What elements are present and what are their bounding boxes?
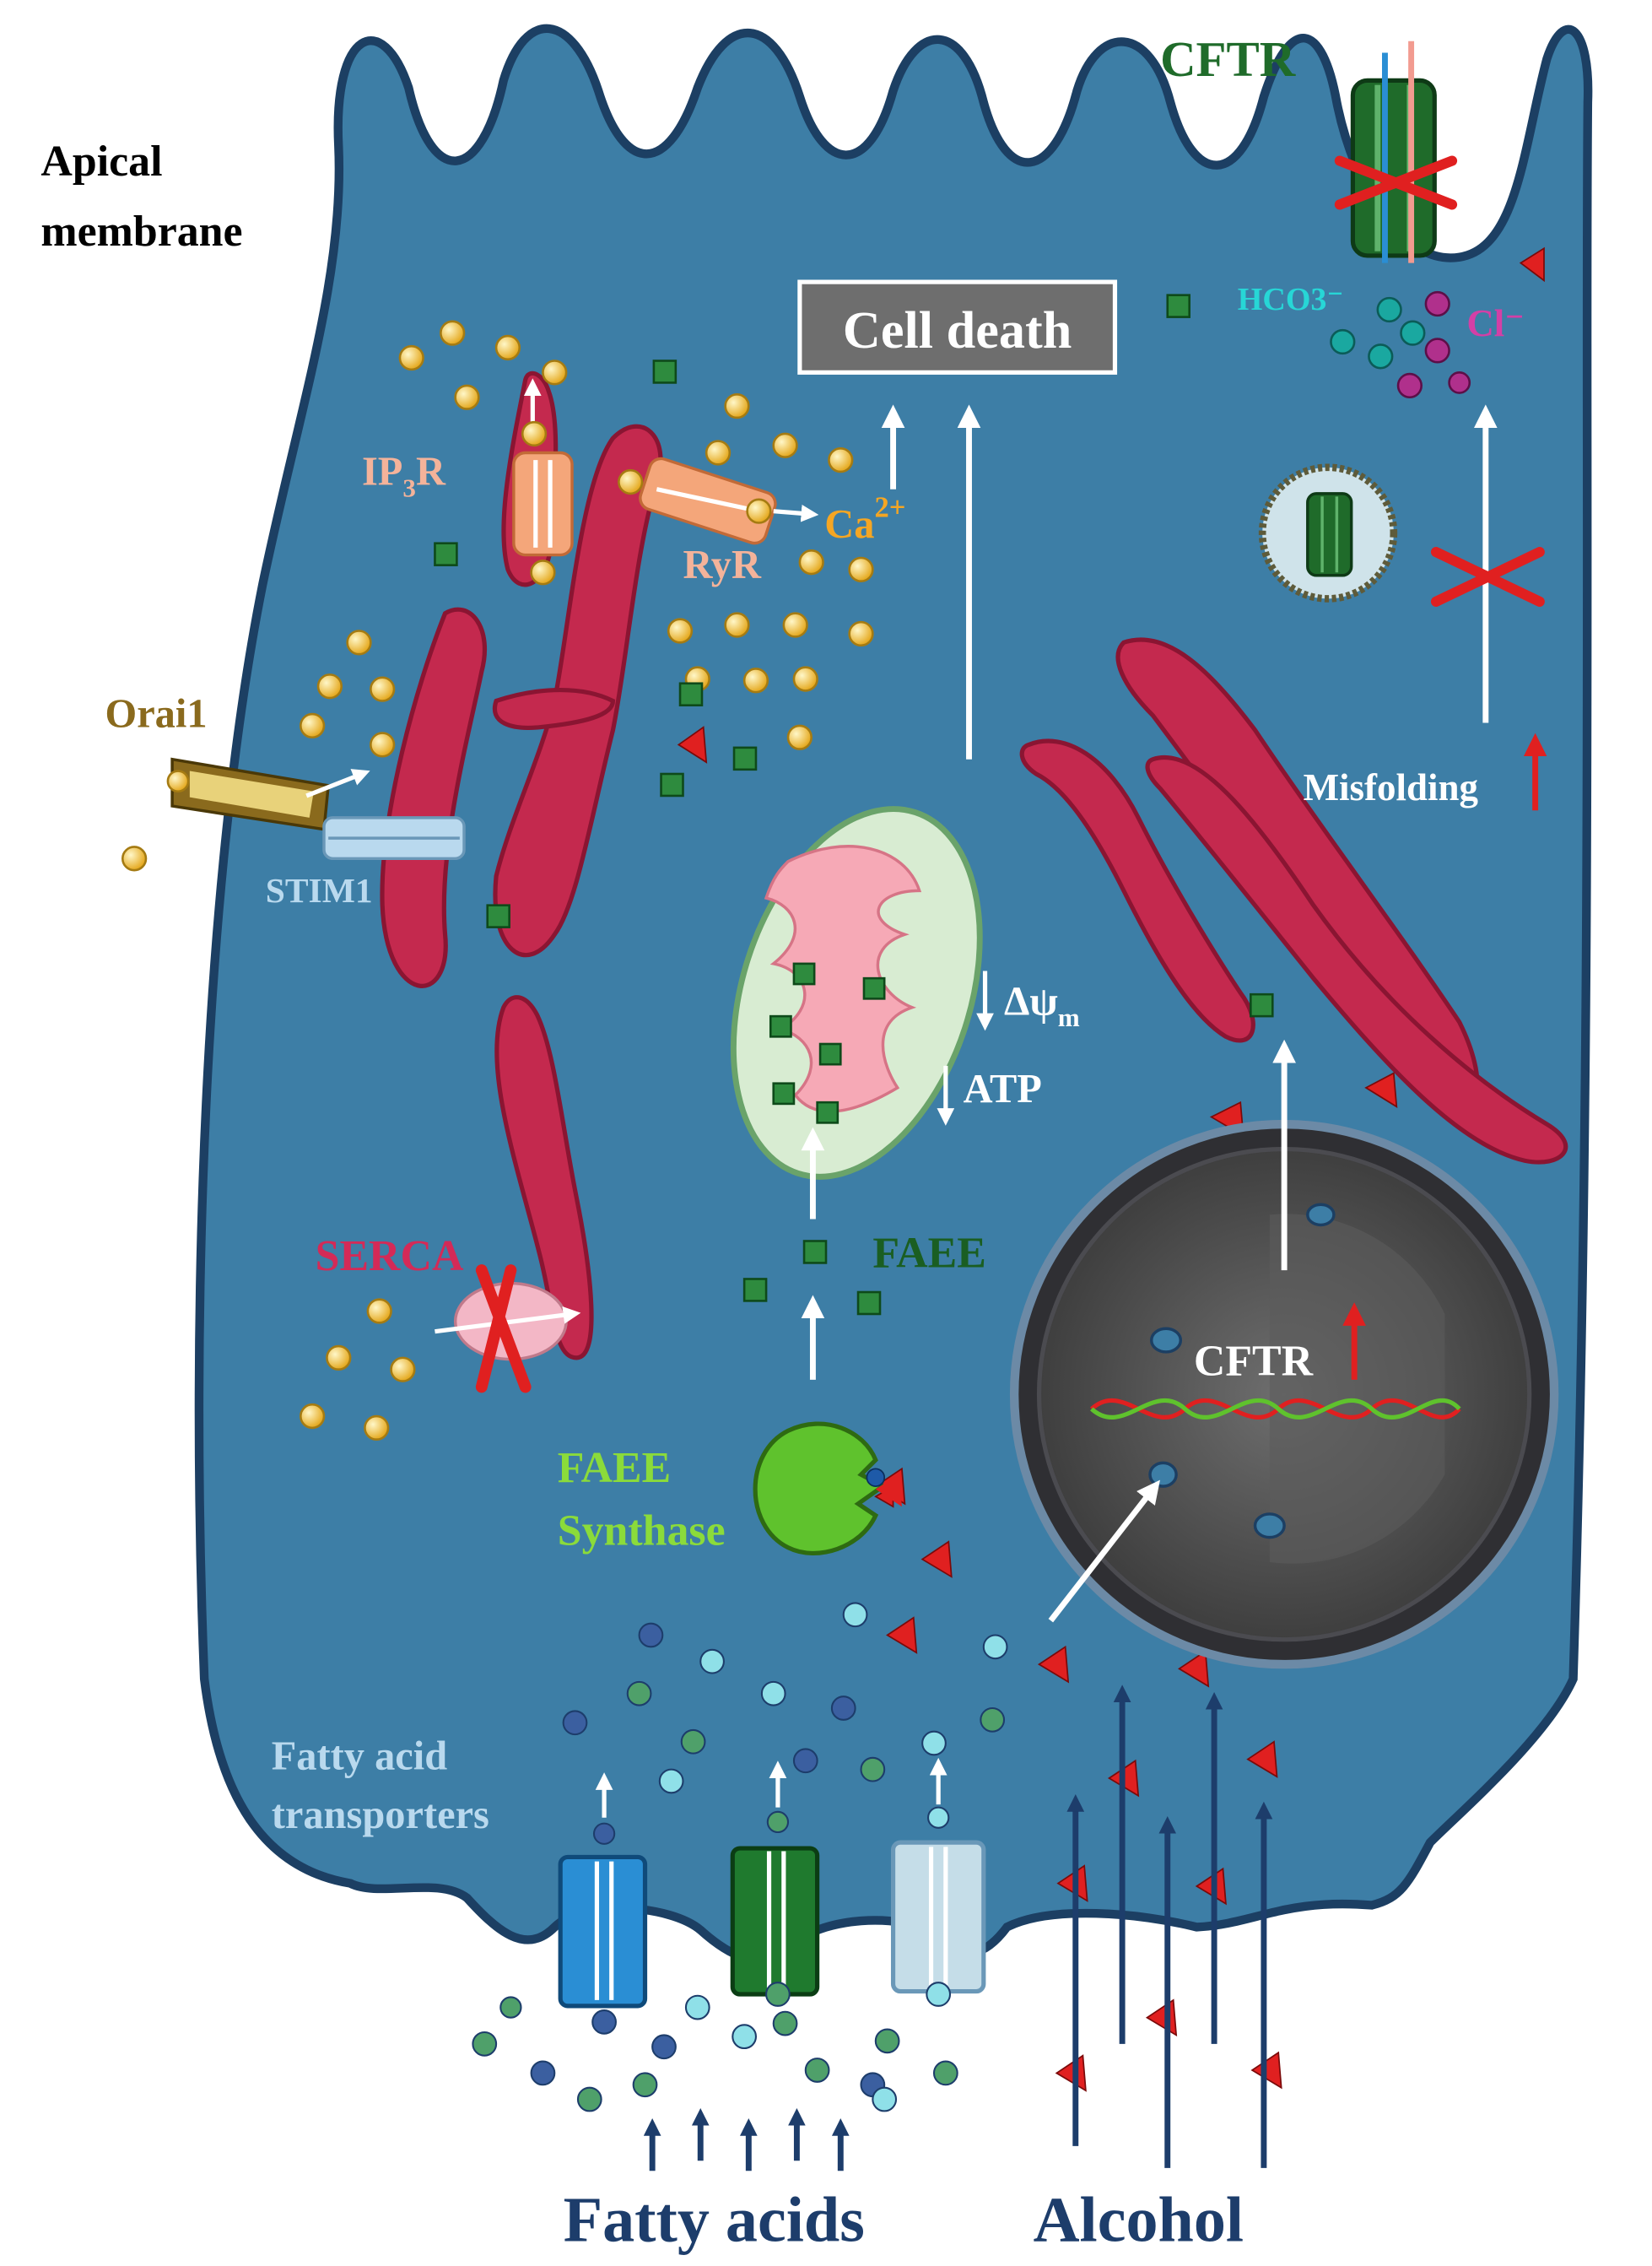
fatty-acid-transporters-label-line2: transporters xyxy=(272,1793,489,1837)
cftr-channel-apical xyxy=(1334,29,1458,263)
faee-synthase-label-line1: FAEE xyxy=(558,1444,672,1492)
faee-synthase-enzyme xyxy=(753,1421,902,1556)
cell-death-label: Cell death xyxy=(843,302,1072,360)
ryr-label: RyR xyxy=(683,543,761,587)
dna-strand-b xyxy=(1090,1398,1461,1420)
misfolding-label: Misfolding xyxy=(1304,766,1479,809)
cl-label: Cl⁻ xyxy=(1466,302,1525,344)
atp-label: ATP xyxy=(964,1067,1042,1111)
serca-block-cross xyxy=(475,1264,532,1393)
faee-molecules xyxy=(434,294,1274,1316)
ip3r-channel xyxy=(512,378,574,557)
apical-label-line2: membrane xyxy=(40,208,242,256)
serca-pump xyxy=(435,1264,581,1393)
ryr-channel xyxy=(639,457,819,545)
cftr-vesicle xyxy=(1258,463,1398,603)
fatty-acid-transporters-label-line1: Fatty acid xyxy=(272,1734,448,1779)
serca-label: SERCA xyxy=(316,1232,464,1280)
fatty-acid-inflow-arrows xyxy=(643,2107,850,2171)
orai1-label: Orai1 xyxy=(105,692,208,737)
er-right xyxy=(1019,637,1568,1165)
ip3r-label: IP3R xyxy=(362,450,446,503)
hco3-ions xyxy=(1330,296,1426,370)
apical-label-line1: Apical xyxy=(40,138,162,186)
calcium-ions xyxy=(121,320,874,1441)
vesicle-block-cross xyxy=(1430,547,1545,607)
orai1-channel xyxy=(170,757,370,831)
cell-death-box xyxy=(797,279,1118,375)
faee-synthase-label-line2: Synthase xyxy=(558,1506,726,1555)
fatty-acid-transporter-blue xyxy=(558,1772,648,2009)
cftr-nucleus-label: CFTR xyxy=(1194,1338,1314,1386)
alcohol-inflow-arrows xyxy=(1066,1685,1273,2168)
cl-ions xyxy=(1396,290,1471,399)
hco3-label: HCO3⁻ xyxy=(1238,282,1344,317)
arrow-alcohol-to-nucleus xyxy=(1048,1479,1160,1623)
stim1-label: STIM1 xyxy=(266,871,373,910)
cftr-top-label: CFTR xyxy=(1160,32,1296,87)
endoplasmic-reticulum xyxy=(380,370,663,1360)
ca-label: Ca2+ xyxy=(824,492,905,547)
stim1-protein xyxy=(322,816,466,861)
mitochondrion xyxy=(730,806,983,1180)
alcohol-label: Alcohol xyxy=(1034,2184,1244,2255)
delta-psi-label: Δψm xyxy=(1004,979,1080,1032)
cftr-block-cross xyxy=(1334,155,1458,210)
faee-label: FAEE xyxy=(872,1230,985,1278)
fatty-acids-label: Fatty acids xyxy=(564,2184,865,2255)
fatty-acid-molecules xyxy=(472,1602,1008,2112)
